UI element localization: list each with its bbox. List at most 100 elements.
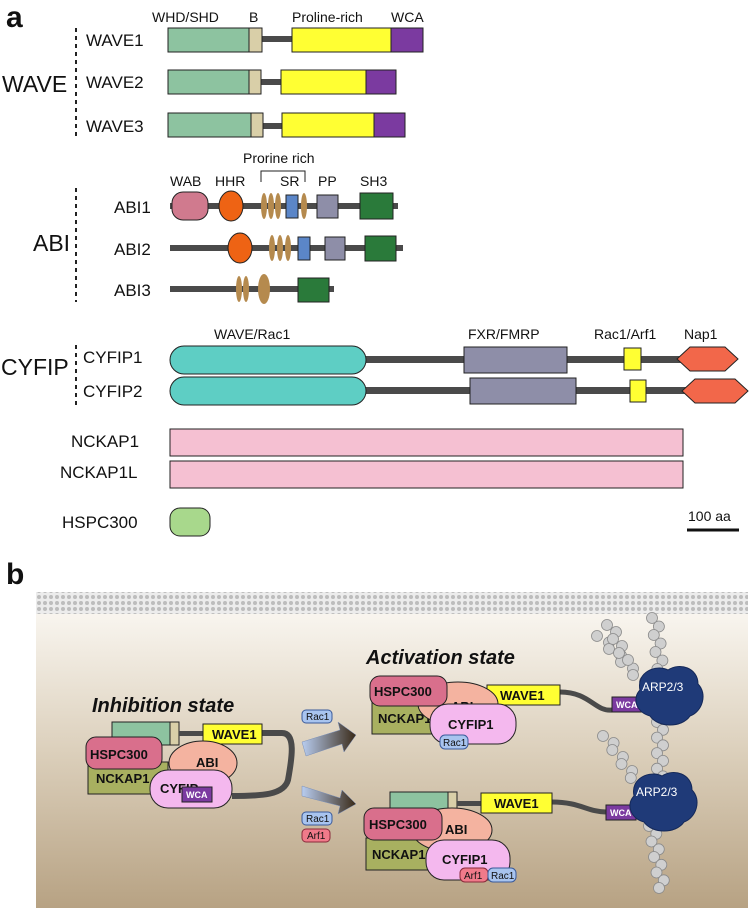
arf1-chip (301, 828, 331, 843)
abi3-pro-motif (258, 274, 270, 304)
wave3-b-domain (250, 112, 264, 138)
abi3-label: ABI3 (114, 281, 151, 300)
wave3-proline-domain (281, 112, 375, 138)
actin-monomer (627, 669, 639, 681)
abi1-label: ABI1 (114, 198, 151, 217)
abi1-pro-motif (261, 193, 267, 219)
abi2-sr-domain (297, 236, 311, 261)
wave-group-label: WAVE (2, 71, 67, 97)
activated-rac1-chip-lower (487, 867, 517, 883)
abi1-wab-domain (171, 191, 209, 221)
nckap1-bar (169, 428, 684, 457)
rac1-chip-upper-label: Rac1 (306, 712, 330, 723)
prorine-rich-header: Prorine rich (243, 150, 315, 166)
actin-monomer (651, 747, 663, 759)
actin-monomer (656, 654, 669, 667)
activation-state-title: Activation state (365, 647, 515, 669)
actin-monomer (606, 744, 619, 756)
actin-monomer (601, 619, 613, 631)
cyfip1-row: CYFIP1 (83, 345, 739, 375)
cyfip2-rac1-arf1-site (629, 379, 647, 403)
scale-bar-label: 100 aa (688, 508, 731, 524)
abi2-sh3-domain (364, 235, 397, 262)
activated-arf1-label-lower: Arf1 (464, 871, 483, 882)
cyfip2-backbone (170, 387, 690, 394)
actin-monomer (645, 835, 658, 848)
nap1-header: Nap1 (684, 326, 718, 342)
prorine-rich-bracket (260, 170, 306, 182)
actin-monomer (648, 851, 660, 863)
abi-group-label: ABI (33, 230, 70, 256)
nckap1l-bar (169, 460, 684, 489)
arp23-blob-upper (635, 666, 704, 726)
activated-nckap1-label-upper: NCKAP1 (378, 711, 431, 726)
actin-monomer (647, 629, 660, 641)
actin-monomer (650, 866, 663, 879)
actin-monomer (607, 633, 619, 645)
hspc300-label: HSPC300 (62, 513, 138, 532)
cyfip2-row: CYFIP2 (83, 376, 749, 406)
activated-wave1-label-lower: WAVE1 (494, 796, 539, 811)
abi3-backbone (170, 286, 334, 292)
wave1-b-domain (248, 27, 263, 53)
wab-header: WAB (170, 173, 201, 189)
abi3-sh3-domain (297, 277, 330, 303)
cyfip1-fxr-domain (463, 346, 568, 374)
actin-monomer (622, 654, 634, 666)
cyfip1-rac1-arf1-site (623, 347, 642, 371)
cyfip1-wave-rac1-domain (169, 345, 367, 375)
wave3-row: WAVE3 (86, 112, 406, 138)
panel-a-label: a (6, 1, 23, 34)
activated-wave1-linker-lower (551, 799, 607, 815)
activated-nckap1-label-lower: NCKAP1 (372, 847, 425, 862)
actin-monomer (646, 612, 658, 624)
wave1-backbone (168, 36, 412, 42)
abi2-hhr-domain (227, 232, 253, 264)
abi1-sr-domain (285, 194, 299, 219)
arrow-to-activation-upper (301, 721, 357, 757)
inhibited-hspc300 (85, 736, 163, 770)
b-header: B (249, 9, 258, 25)
activated-complex-rac1: WAVE1 WCA NCKAP1 ABI HSPC300 CYFIP1 Rac1 (369, 675, 643, 750)
activated-wave1-box-lower (480, 792, 553, 814)
wave2-row: WAVE2 (86, 69, 397, 95)
inhibited-b (169, 721, 180, 746)
activated-wave1-label-upper: WAVE1 (500, 688, 545, 703)
nckap1-label: NCKAP1 (71, 432, 139, 451)
actin-monomer (654, 637, 667, 650)
abi1-pro-motif (275, 193, 281, 219)
cyfip1-nap1-domain (676, 346, 739, 372)
rac1-chip-lower-label: Rac1 (306, 814, 330, 825)
sh3-header: SH3 (360, 173, 387, 189)
nckap1l-label: NCKAP1L (60, 463, 137, 482)
abi2-pro-motif (285, 235, 291, 261)
arp23-label-lower: ARP2/3 (636, 785, 678, 799)
inhibition-state-title: Inhibition state (92, 695, 234, 717)
cyfip2-label: CYFIP2 (83, 382, 143, 401)
arrow-to-activation-lower (301, 785, 357, 815)
hhr-header: HHR (215, 173, 245, 189)
wca-header: WCA (391, 9, 424, 25)
actin-monomer (613, 647, 625, 659)
actin-monomer (603, 643, 615, 655)
arp23-complex-upper: ARP2/3 (635, 666, 704, 726)
activated-complex-rac1-arf1: WAVE1 WCA NCKAP1 ABI HSPC300 CYFIP1 Arf1… (363, 791, 637, 883)
rac1-chip-lower (301, 811, 333, 826)
wave2-proline-domain (280, 69, 367, 95)
activated-cyfip1-label-upper: CYFIP1 (448, 717, 494, 732)
inhibited-wca-box (181, 786, 213, 803)
hspc300-domain (169, 507, 211, 537)
wave2-b-domain (248, 69, 262, 95)
actin-monomer (653, 882, 665, 894)
abi1-sh3-domain (359, 192, 394, 220)
actin-monomer (624, 772, 637, 784)
inhibited-complex: WAVE1 NCKAP1 ABI HSPC300 CYFIP WCA (85, 721, 295, 809)
arp23-complex-lower: ARP2/3 (629, 772, 698, 832)
inhibited-wca-label: WCA (186, 790, 208, 800)
wave3-wca-domain (373, 112, 406, 138)
abi2-label: ABI2 (114, 240, 151, 259)
actin-monomer (615, 758, 628, 770)
wave2-label: WAVE2 (86, 73, 144, 92)
inhibited-wave1-linker (231, 730, 295, 799)
wave2-backbone (168, 79, 368, 85)
